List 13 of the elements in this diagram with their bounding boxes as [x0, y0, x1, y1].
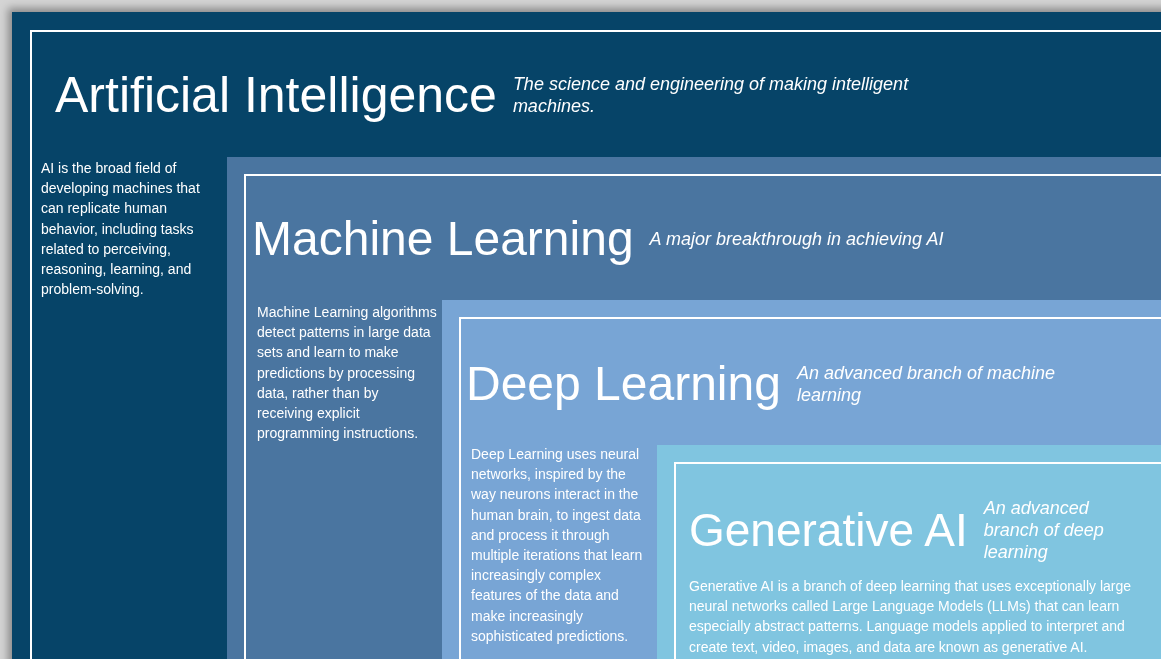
panel-title: Generative AI [689, 507, 968, 553]
nested-panel [12, 12, 1161, 659]
panel-description: Generative AI is a branch of deep learning that uses exceptionally large neural networks called Large Language Models (LLMs) that can learn especially abstract patterns. Language models applied to interpret and create text, video, images, and data are known as generative AI. [689, 577, 1133, 657]
panel-subtitle: The science and engineering of making intelligent machines. [512, 73, 910, 117]
panel-description: Machine Learning algorithms detect patterns in large data sets and learn to make predictions by processing data, rather than by receiving explicit programming instructions. [257, 303, 437, 444]
panel-description: AI is the broad field of developing machines that can replicate human behavior, including tasks related to perceiving, reasoning, learning, and problem-solving. [41, 159, 201, 300]
panel-subtitle: A major breakthrough in achieving AI [649, 228, 945, 250]
panel-subtitle: An advanced branch of deep learning [983, 497, 1105, 563]
panel-title: Machine Learning [252, 215, 634, 263]
panel-title: Deep Learning [466, 360, 781, 408]
panel-description: Deep Learning uses neural networks, inspired by the way neurons interact in the human brain, to ingest data and process it through multiple iterations that learn increasingly complex features of the data and make increasingly sophisticated predictions. [471, 445, 644, 646]
panel-subtitle: An advanced branch of machine learning [796, 362, 1057, 406]
panel-title: Artificial Intelligence [55, 70, 497, 120]
